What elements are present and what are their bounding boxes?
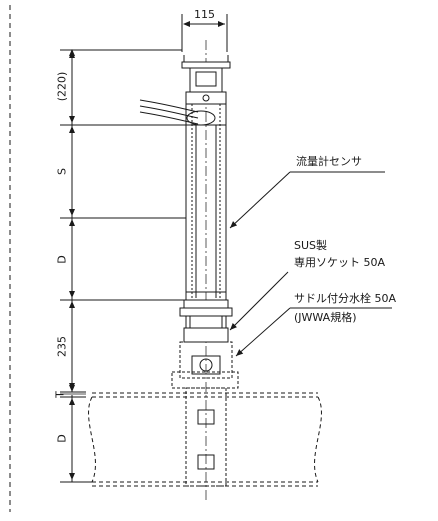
dim-head-height: (220) (55, 71, 69, 102)
dim-sensor-length: S (55, 168, 69, 175)
callout-leaders (229, 171, 392, 357)
water-main-pipe (88, 387, 322, 487)
top-width-dimension (181, 14, 228, 52)
sensor-head (181, 55, 231, 105)
callout-flowmeter-sensor: 流量計センサ (296, 155, 362, 168)
vertical-dimension-lines (60, 49, 188, 483)
callout-dedicated-socket: 専用ソケット 50A (294, 256, 386, 269)
dim-top-width: 115 (194, 8, 215, 21)
dim-wall-thickness: T (53, 391, 67, 398)
dim-pipe-d-lower: D (55, 434, 69, 443)
socket (179, 299, 233, 329)
callout-saddle-valve: サドル付分水栓 50A (294, 292, 397, 305)
saddle-valve (171, 327, 239, 389)
callout-jwwa-standard: (JWWA規格) (294, 311, 357, 324)
dim-pipe-d-upper: D (55, 255, 69, 264)
dim-saddle-height: 235 (55, 336, 69, 357)
callout-sus-material: SUS製 (294, 239, 328, 252)
